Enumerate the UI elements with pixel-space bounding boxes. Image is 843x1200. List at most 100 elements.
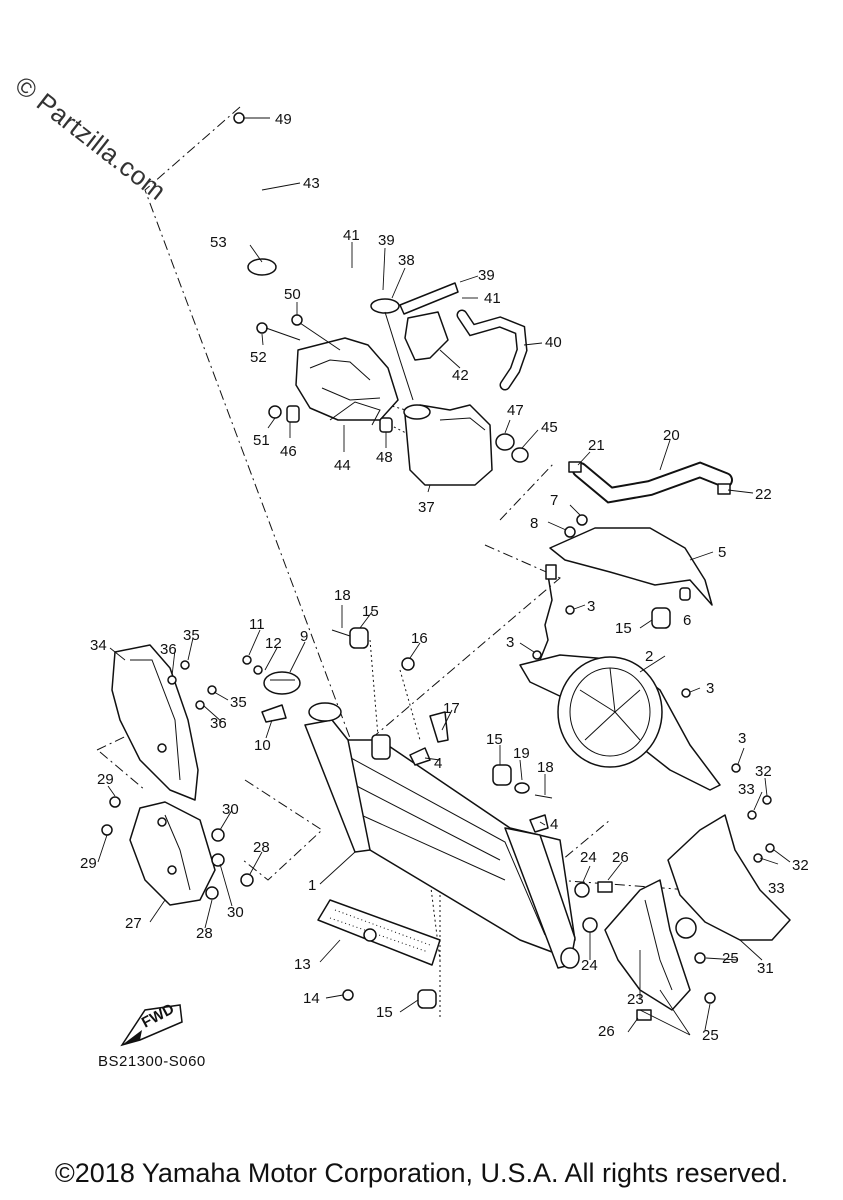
bracket-42 <box>404 311 449 361</box>
callout: 49 <box>275 111 292 128</box>
callout: 11 <box>249 616 265 633</box>
nut-30-a <box>211 828 225 842</box>
callout: 27 <box>125 915 142 932</box>
callout: 26 <box>598 1023 615 1040</box>
collar-6 <box>679 587 691 601</box>
callout: 43 <box>303 175 320 192</box>
callout: 33 <box>738 781 755 798</box>
callout: 15 <box>362 603 379 620</box>
grommet-28-b <box>205 886 219 900</box>
callout: 3 <box>706 680 714 697</box>
callout: 1 <box>308 877 316 894</box>
callout: 50 <box>284 286 301 303</box>
callout: 16 <box>411 630 428 647</box>
radiator-guard-13 <box>317 899 441 966</box>
copyright-notice: ©2018 Yamaha Motor Corporation, U.S.A. A… <box>54 1158 789 1188</box>
cooling-fan-2 <box>519 564 721 791</box>
callout: 32 <box>792 857 809 874</box>
callout: 15 <box>615 620 632 637</box>
callout: 32 <box>755 763 772 780</box>
grommet-15-low <box>417 989 437 1009</box>
collar-46 <box>286 405 300 423</box>
bolt-29-b <box>101 824 113 836</box>
callout: 25 <box>702 1027 719 1044</box>
cap-stay-10 <box>261 704 287 723</box>
callout: 28 <box>196 925 213 942</box>
screw-3-a <box>565 605 575 615</box>
callout: 17 <box>443 700 460 717</box>
coolant-reservoir-37 <box>403 404 493 486</box>
grommet-15-mid <box>492 764 512 786</box>
callout: 9 <box>300 628 308 645</box>
callout: 51 <box>253 432 270 449</box>
callout: 6 <box>683 612 691 629</box>
callout: 35 <box>230 694 247 711</box>
washer-12 <box>253 665 263 675</box>
washer-51 <box>268 405 282 419</box>
bolt-18-top <box>331 629 351 637</box>
collar-16 <box>401 657 415 671</box>
callout: 39 <box>378 232 395 249</box>
radiator-hose-20 <box>572 461 733 504</box>
screw-3-c <box>681 688 691 698</box>
callout: 36 <box>160 641 177 658</box>
clip-4-upper <box>409 747 431 766</box>
callout: 35 <box>183 627 200 644</box>
bolt-35-a <box>180 660 190 670</box>
callout: 36 <box>210 715 227 732</box>
fan-shroud-5 <box>549 527 713 606</box>
callout: 44 <box>334 457 351 474</box>
bolt-32-a <box>762 795 772 805</box>
callout: 45 <box>541 419 558 436</box>
hose-clamp-22 <box>717 483 731 495</box>
washer-36-a <box>167 675 177 685</box>
callout: 48 <box>376 449 393 466</box>
bolt-29-a <box>109 796 121 808</box>
callout: 29 <box>80 855 97 872</box>
washer-36-b <box>195 700 205 710</box>
radiator-1 <box>304 702 580 969</box>
washer-8 <box>564 526 576 538</box>
nut-30-b <box>211 853 225 867</box>
nut-26-a <box>597 881 613 893</box>
callout: 47 <box>507 402 524 419</box>
callout: 22 <box>755 486 772 503</box>
grommet-48 <box>379 417 393 433</box>
callout: 33 <box>768 880 785 897</box>
callout: 19 <box>513 745 530 762</box>
callout: 42 <box>452 367 469 384</box>
washer-33-a <box>747 810 757 820</box>
callout: 52 <box>250 349 267 366</box>
callout: 30 <box>227 904 244 921</box>
collar-19 <box>514 782 530 794</box>
grommet-15-top <box>349 627 369 649</box>
washer-33-b <box>753 853 763 863</box>
bolt-14 <box>342 989 354 1001</box>
callout: 2 <box>645 648 653 665</box>
bracket-27 <box>129 801 216 906</box>
side-cover-31 <box>667 814 791 941</box>
grommet-24-a <box>574 882 590 898</box>
callout: 3 <box>587 598 595 615</box>
callout: 13 <box>294 956 311 973</box>
diagram-code: BS21300-S060 <box>98 1053 206 1070</box>
callout: 24 <box>580 849 597 866</box>
bracket-17 <box>429 711 449 743</box>
breather-hose-43 <box>233 112 365 277</box>
callout: 26 <box>612 849 629 866</box>
grommet-24-b <box>582 917 598 933</box>
callout: 3 <box>506 634 514 651</box>
callout: 39 <box>478 267 495 284</box>
callout: 34 <box>90 637 107 654</box>
callout: 41 <box>343 227 360 244</box>
callout: 31 <box>757 960 774 977</box>
callout: 37 <box>418 499 435 516</box>
screw-3-d <box>731 763 741 773</box>
grommet-15-upper <box>651 607 671 629</box>
callout-numbers: 49 43 53 41 39 38 39 41 50 52 40 42 51 4… <box>80 111 809 1044</box>
callout: 53 <box>210 234 227 251</box>
callout: 4 <box>434 755 442 772</box>
collar-45 <box>511 447 529 463</box>
callout: 24 <box>581 957 598 974</box>
